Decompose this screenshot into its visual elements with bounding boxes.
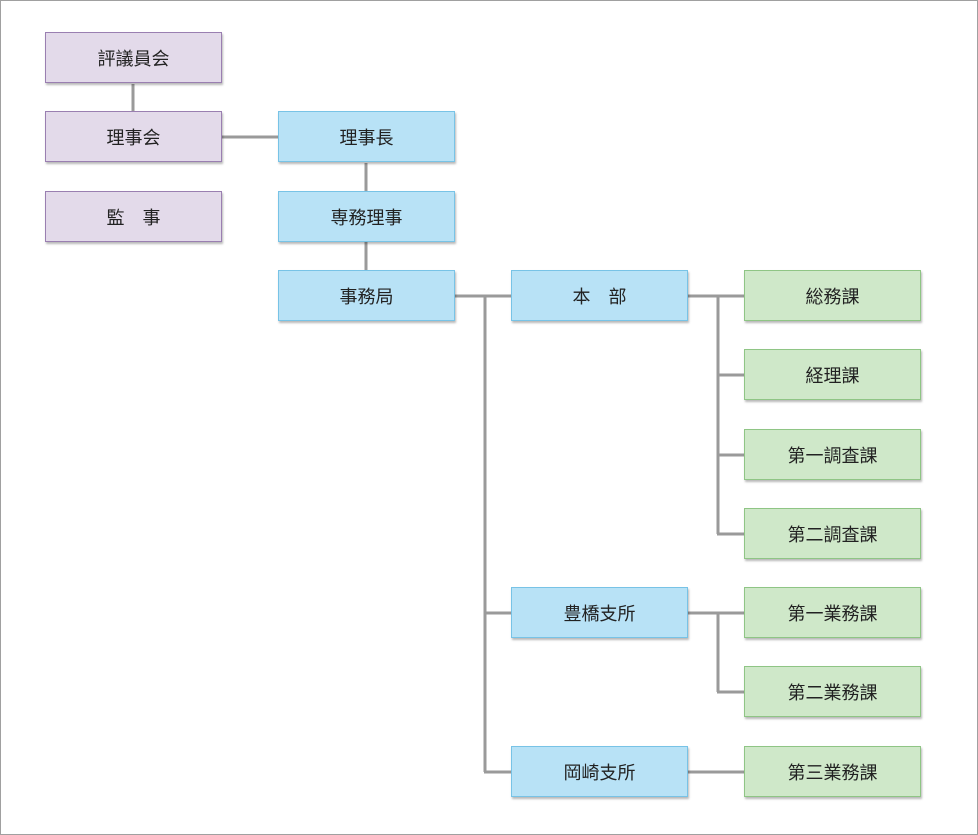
- node-first-investigation-section: 第一調査課: [744, 429, 921, 480]
- node-second-operations-section: 第二業務課: [744, 666, 921, 717]
- node-secretariat: 事務局: [278, 270, 455, 321]
- node-board-of-directors: 理事会: [45, 111, 222, 162]
- node-accounting-section: 経理課: [744, 349, 921, 400]
- node-board-of-councillors: 評議員会: [45, 32, 222, 83]
- node-auditor: 監 事: [45, 191, 222, 242]
- node-okazaki-branch: 岡崎支所: [511, 746, 688, 797]
- node-general-affairs-section: 総務課: [744, 270, 921, 321]
- node-first-operations-section: 第一業務課: [744, 587, 921, 638]
- node-executive-director: 専務理事: [278, 191, 455, 242]
- node-chairman: 理事長: [278, 111, 455, 162]
- node-toyohashi-branch: 豊橋支所: [511, 587, 688, 638]
- node-headquarters: 本 部: [511, 270, 688, 321]
- node-second-investigation-section: 第二調査課: [744, 508, 921, 559]
- node-third-operations-section: 第三業務課: [744, 746, 921, 797]
